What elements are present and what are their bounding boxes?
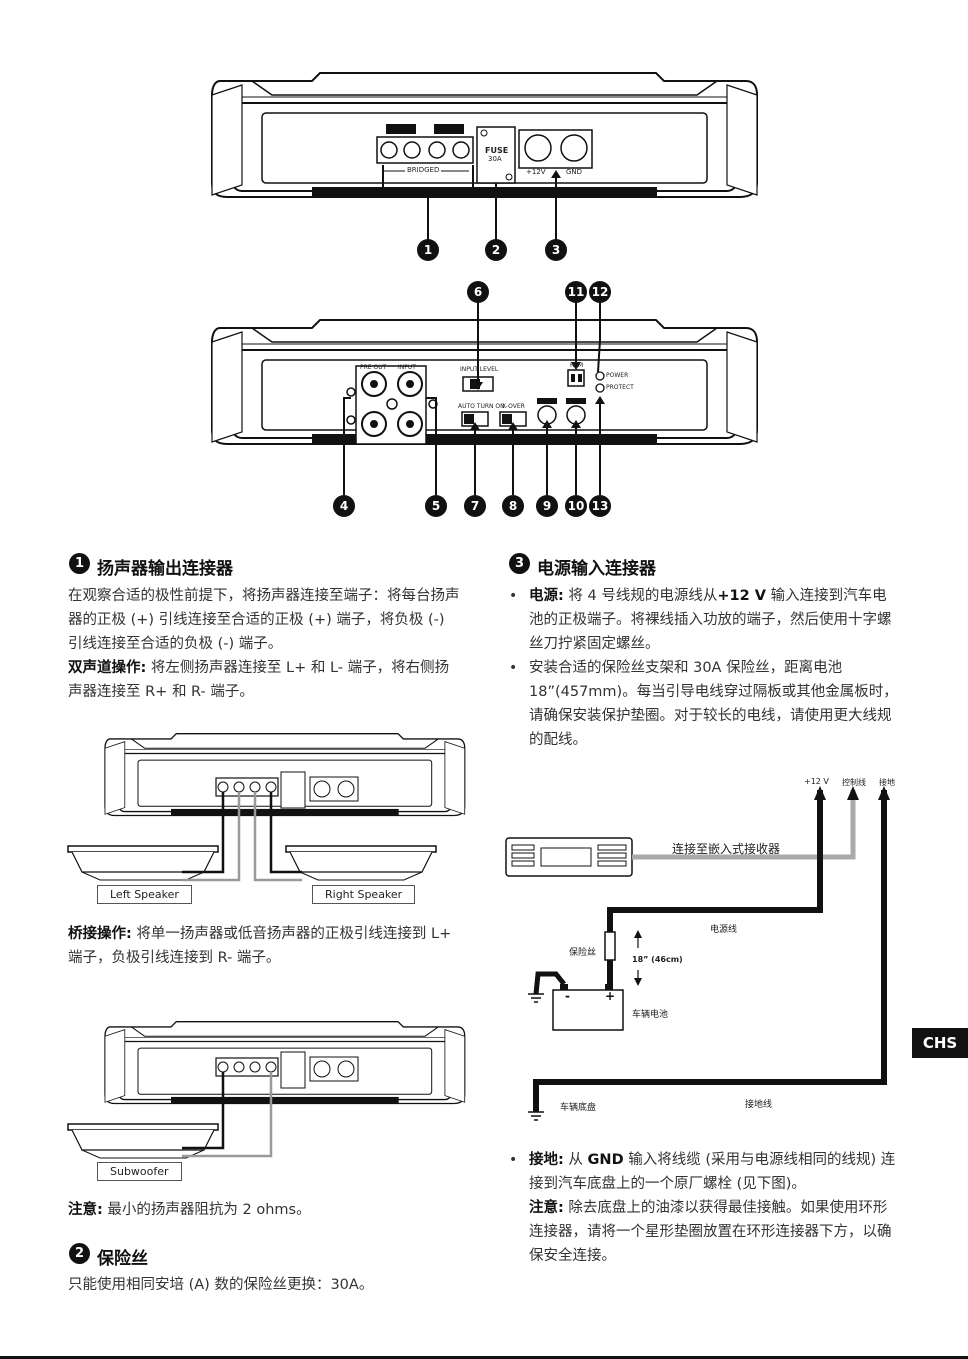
power-paragraph: 电源: 将 4 号线规的电源线从+12 V 输入连接到汽车电池的正极端子。将裸线… xyxy=(529,584,899,656)
callout-12: 12 xyxy=(589,281,611,303)
bridged-operation-label: 桥接操作: xyxy=(68,926,132,942)
bullet-dot: • xyxy=(509,588,518,604)
stereo-operation-label: 双声道操作: xyxy=(68,660,147,676)
callout-4: 4 xyxy=(333,495,355,517)
bullet-dot: • xyxy=(509,660,518,676)
ground-paragraph: 接地: 从 GND 输入将线缆 (采用与电源线相同的线规) 连接到汽车底盘上的一… xyxy=(529,1148,899,1268)
callout-7: 7 xyxy=(464,495,486,517)
ground-note-label: 注意: xyxy=(529,1200,564,1216)
power-wire-label: 电源线 xyxy=(710,925,738,935)
power-voltage: +12 V xyxy=(717,588,766,604)
protect-led-label: PROTECT xyxy=(606,384,634,391)
amp-side-view xyxy=(211,302,758,495)
input-level-label: INPUT LEVEL xyxy=(460,366,499,373)
callout-5: 5 xyxy=(425,495,447,517)
distance-label: 18” (46cm) xyxy=(632,955,683,964)
callout-13: 13 xyxy=(589,495,611,517)
power-wiring-diagram: - + xyxy=(505,786,890,1121)
fuse-label: FUSE xyxy=(485,146,509,155)
xover-label: X-OVER xyxy=(502,403,525,410)
section1-number: 1 xyxy=(69,553,90,574)
section2-number: 2 xyxy=(69,1243,90,1264)
callout-9: 9 xyxy=(536,495,558,517)
footer-rule xyxy=(0,1356,968,1359)
plus12v-label: +12V xyxy=(526,168,546,176)
section2-paragraph: 只能使用相同安培 (A) 数的保险丝更换：30A。 xyxy=(68,1277,374,1293)
ground-wire-label: 接地线 xyxy=(745,1100,773,1110)
left-speaker-label: Left Speaker xyxy=(97,885,192,904)
pre-out-label: PRE OUT xyxy=(360,364,387,371)
bridged-operation-text: 将单一扬声器或低音扬声器的正极引线连接到 L+ 端子，负极引线连接到 R- 端子… xyxy=(68,926,452,966)
stereo-operation-paragraph: 双声道操作: 将左侧扬声器连接至 L+ 和 L- 端子，将右侧扬声器连接至 R+… xyxy=(68,656,460,704)
language-tab: CHS xyxy=(912,1028,968,1058)
fuse-install-paragraph: 安装合适的保险丝支架和 30A 保险丝，距离电池 18”(457mm)。每当引导… xyxy=(529,660,898,748)
ground-gnd: GND xyxy=(587,1152,624,1168)
bridged-label: BRIDGED xyxy=(405,166,442,174)
callout-6: 6 xyxy=(467,281,489,303)
stereo-wiring-diagram xyxy=(67,733,466,882)
chassis-label: 车辆底盘 xyxy=(560,1103,597,1113)
ground-wire-top-label: 接地 xyxy=(879,778,895,787)
stereo-operation-text: 将左侧扬声器连接至 L+ 和 L- 端子，将右侧扬声器连接至 R+ 和 R- 端… xyxy=(68,660,450,700)
bridged-operation-paragraph: 桥接操作: 将单一扬声器或低音扬声器的正极引线连接到 L+ 端子，负极引线连接到… xyxy=(68,922,460,970)
right-speaker-label: Right Speaker xyxy=(312,885,416,904)
power-text-b: 输入连接到汽车电池的正极端子。将裸线插入功放的端子，然后使用十字螺丝刀拧紧固定螺… xyxy=(529,588,892,652)
callout-1: 1 xyxy=(417,239,439,261)
auto-turn-on-label: AUTO TURN ON xyxy=(458,403,505,410)
power-label: 电源: xyxy=(529,588,564,604)
section3-number: 3 xyxy=(509,553,530,574)
section1-paragraph: 在观察合适的极性前提下，将扬声器连接至端子：将每台扬声器的正极 (+) 引线连接… xyxy=(68,588,460,652)
ground-note-text: 除去底盘上的油漆以获得最佳接触。如果使用环形连接器，请将一个星形垫圈放置在环形连… xyxy=(529,1200,892,1264)
impedance-note-label: 注意: xyxy=(68,1202,103,1218)
section1-title: 扬声器输出连接器 xyxy=(97,559,233,579)
fuse-wire-label: 保险丝 xyxy=(569,948,597,958)
svg-text:-: - xyxy=(565,989,570,1003)
power-text-a: 将 4 号线规的电源线从 xyxy=(563,588,718,604)
power-led-label: POWER xyxy=(606,372,629,379)
fuse-amp-label: 30A xyxy=(488,155,502,163)
bullet-dot: • xyxy=(509,1152,518,1168)
callout-11: 11 xyxy=(565,281,587,303)
ground-text-b: 输入将线缆 (采用与电源线相同的线规) 连接到汽车底盘上的一个原厂螺栓 (见下图… xyxy=(529,1152,896,1192)
subwoofer-label: Subwoofer xyxy=(97,1162,182,1181)
battery-label: 车辆电池 xyxy=(632,1010,669,1020)
svg-text:+: + xyxy=(605,989,615,1003)
callout-8: 8 xyxy=(502,495,524,517)
callout-2: 2 xyxy=(485,239,507,261)
gnd-label: GND xyxy=(566,168,583,176)
callout-3: 3 xyxy=(545,239,567,261)
control-wire-label: 控制线 xyxy=(842,778,866,787)
section3-title: 电源输入连接器 xyxy=(537,559,656,579)
callout-10: 10 xyxy=(565,495,587,517)
input-label: INPUT xyxy=(398,364,416,371)
impedance-note-text: 最小的扬声器阻抗为 2 ohms。 xyxy=(102,1202,311,1218)
impedance-note: 注意: 最小的扬声器阻抗为 2 ohms。 xyxy=(68,1198,460,1222)
to-receiver-label: 连接至嵌入式接收器 xyxy=(672,842,781,856)
section2-title: 保险丝 xyxy=(97,1249,148,1269)
ground-label: 接地: xyxy=(529,1152,564,1168)
bridged-wiring-diagram xyxy=(67,1021,466,1159)
rem-label: REM xyxy=(570,362,584,369)
ground-text-a: 从 xyxy=(563,1152,588,1168)
amp-top-view xyxy=(211,72,758,240)
plus12v-wire-label: +12 V xyxy=(804,777,829,786)
